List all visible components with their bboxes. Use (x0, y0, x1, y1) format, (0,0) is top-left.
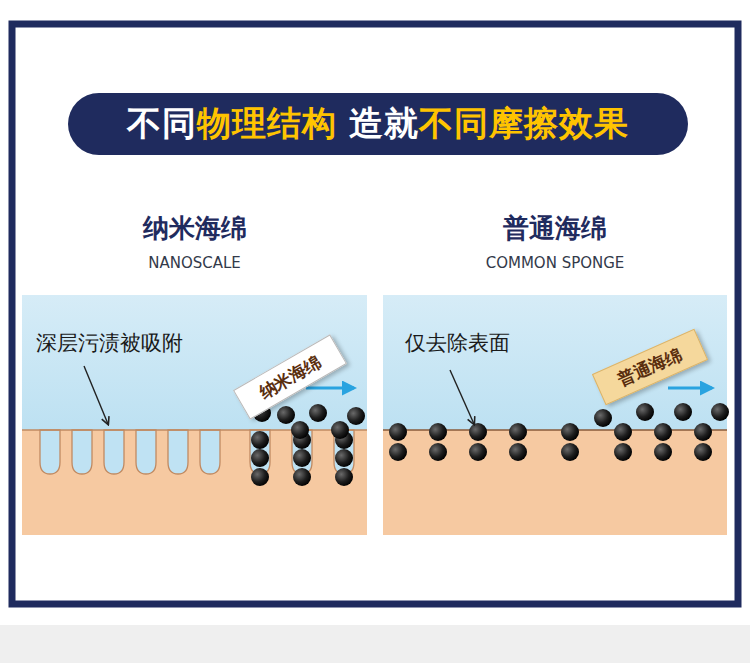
left-panel-ground (22, 295, 367, 535)
dirt-particle (469, 423, 487, 441)
dirt-particle (389, 423, 407, 441)
dirt-particle (251, 449, 269, 467)
dirt-particle (277, 406, 295, 424)
sponge-block: 普通海绵 (592, 329, 708, 406)
dirt-particle (561, 423, 579, 441)
dirt-particle (347, 407, 365, 425)
panel-heading: 普通海绵 (383, 211, 727, 246)
dirt-particle (694, 423, 712, 441)
dirt-particle (614, 423, 632, 441)
sponge-label: 普通海绵 (614, 343, 685, 392)
dirt-particle (674, 403, 692, 421)
illustration-panel: 普通海绵COMMON SPONGE仅去除表面普通海绵 (383, 295, 727, 535)
sponge-label: 纳米海绵 (255, 350, 325, 404)
dirt-particle (309, 404, 327, 422)
pore (200, 430, 220, 474)
dirt-particle (429, 443, 447, 461)
dirt-particle (469, 443, 487, 461)
pore (72, 430, 92, 474)
dirt-particle (711, 403, 729, 421)
left-surface-line (22, 429, 367, 431)
right-surface (383, 430, 727, 535)
callout-note: 仅去除表面 (405, 329, 510, 357)
sponge-block: 纳米海绵 (233, 334, 347, 419)
title-pill: 不同物理结构 造就不同摩擦效果 (68, 93, 688, 155)
dirt-particle (251, 431, 269, 449)
dirt-particle (331, 421, 349, 439)
motion-arrow (306, 387, 354, 390)
dirt-particle (335, 449, 353, 467)
page-ground (0, 0, 750, 625)
dirt-particle (654, 443, 672, 461)
dirt-particle (509, 443, 527, 461)
dirt-particle (293, 449, 311, 467)
title: 不同物理结构 造就不同摩擦效果 (127, 101, 630, 147)
illustration-panel: 纳米海绵NANOSCALE深层污渍被吸附纳米海绵 (22, 295, 367, 535)
dirt-particle (636, 403, 654, 421)
leader-line (450, 370, 474, 424)
dirt-particle (694, 443, 712, 461)
dirt-particle (251, 468, 269, 486)
motion-arrow (668, 387, 712, 390)
right-panel-ground (383, 295, 727, 535)
dirt-particle (429, 423, 447, 441)
dirt-particle (594, 409, 612, 427)
dirt-particle (389, 443, 407, 461)
panel-heading: 纳米海绵 (22, 211, 367, 246)
pore (168, 430, 188, 474)
leader-line (84, 366, 108, 424)
bottom-band (0, 625, 750, 663)
pore (40, 430, 60, 474)
dirt-particle (654, 423, 672, 441)
panel-subheading: NANOSCALE (22, 254, 367, 272)
panel-subheading: COMMON SPONGE (383, 254, 727, 272)
dirt-particle (293, 468, 311, 486)
dirt-particle (509, 423, 527, 441)
pore (250, 430, 270, 474)
dirt-particle (291, 421, 309, 439)
dirt-particle (561, 443, 579, 461)
pore (104, 430, 124, 474)
dirt-particle (335, 468, 353, 486)
left-surface (22, 430, 367, 535)
callout-note: 深层污渍被吸附 (36, 329, 183, 357)
pore (136, 430, 156, 474)
frame (12, 24, 738, 604)
dirt-particle (614, 443, 632, 461)
